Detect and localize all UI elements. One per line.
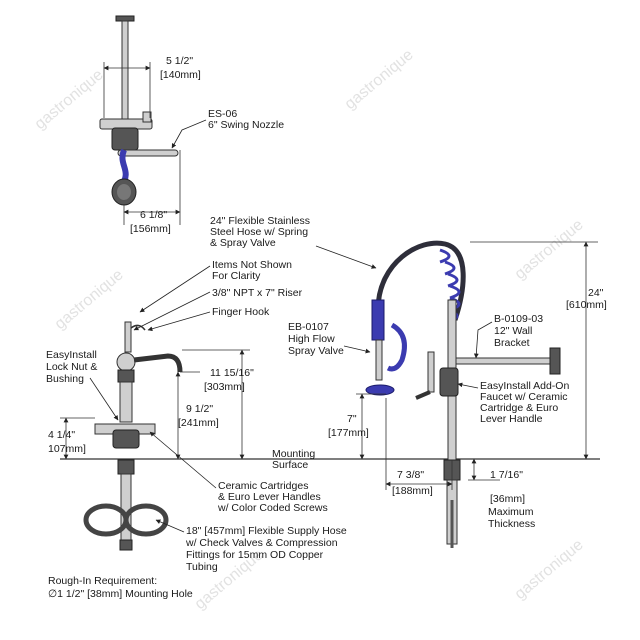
dim-thick-mm: [36mm] (490, 493, 525, 505)
dim-9-mm: [241mm] (178, 417, 219, 429)
dim-top-reach-mm: [156mm] (130, 223, 171, 235)
label-supply-2: w/ Check Valves & Compression (185, 537, 338, 549)
dim-top-reach-in: 6 1/8" (140, 209, 167, 221)
label-addon-3: Cartridge & Euro (480, 402, 558, 414)
right-prerinse-drawing (365, 240, 561, 548)
dim-7-mm: [177mm] (328, 427, 369, 439)
label-es06-desc: 6" Swing Nozzle (208, 119, 284, 131)
label-mounting-1: Mounting (272, 448, 315, 460)
dim-73-in: 7 3/8" (397, 469, 424, 481)
dim-73-mm: [188mm] (392, 485, 433, 497)
label-rough-2: ∅1 1/2" [38mm] Mounting Hole (48, 588, 193, 600)
label-max-2: Thickness (488, 518, 535, 530)
dim-4-mm: 107mm] (48, 443, 86, 455)
label-ceramic-3: w/ Color Coded Screws (217, 502, 328, 514)
label-b-2: 12" Wall (494, 325, 532, 337)
label-easyinstall-1: EasyInstall (46, 349, 97, 361)
watermark-text: gastronique (512, 536, 587, 603)
label-easyinstall-3: Bushing (46, 373, 84, 385)
label-easyinstall-2: Lock Nut & (46, 361, 97, 373)
label-finger-hook: Finger Hook (212, 306, 270, 318)
watermark-text: gastronique (342, 46, 417, 113)
label-b-3: Bracket (494, 337, 530, 349)
label-max-1: Maximum (488, 506, 534, 518)
label-eb-2: High Flow (288, 333, 335, 345)
label-es06-code: ES-06 (208, 108, 237, 120)
watermark-text: gastronique (32, 66, 107, 133)
label-hose-2: Steel Hose w/ Spring (210, 226, 308, 238)
dim-24-mm: [610mm] (566, 299, 607, 311)
dim-4-in: 4 1/4" (48, 429, 75, 441)
label-eb-code: EB-0107 (288, 321, 329, 333)
label-ceramic-1: Ceramic Cartridges (218, 480, 308, 492)
dim-thick-in: 1 7/16" (490, 469, 523, 481)
dim-9-in: 9 1/2" (186, 403, 213, 415)
label-items-2: For Clarity (212, 270, 261, 282)
label-addon-4: Lever Handle (480, 413, 543, 425)
label-ceramic-2: & Euro Lever Handles (218, 491, 321, 503)
label-hose-1: 24" Flexible Stainless (210, 215, 310, 227)
label-addon-1: EasyInstall Add-On (480, 380, 569, 392)
label-supply-1: 18" [457mm] Flexible Supply Hose (186, 525, 347, 537)
label-hose-3: & Spray Valve (210, 237, 276, 249)
label-riser: 3/8" NPT x 7" Riser (212, 287, 303, 299)
dim-11-in: 11 15/16" (210, 367, 254, 379)
label-items-1: Items Not Shown (212, 259, 292, 271)
label-eb-3: Spray Valve (288, 345, 344, 357)
top-view-drawing (99, 15, 179, 206)
label-mounting-2: Surface (272, 459, 308, 471)
dim-top-width-mm: [140mm] (160, 69, 201, 81)
label-supply-3: Fittings for 15mm OD Copper (186, 549, 324, 561)
dim-11-mm: [303mm] (204, 381, 245, 393)
label-addon-2: Faucet w/ Ceramic (480, 391, 568, 403)
dim-top-width-in: 5 1/2" (166, 55, 193, 67)
dim-24-in: 24" (588, 287, 604, 299)
watermark-text: gastronique (52, 266, 127, 333)
label-b-code: B-0109-03 (494, 313, 543, 325)
label-rough-1: Rough-In Requirement: (48, 575, 157, 587)
dim-7-in: 7" (347, 413, 357, 425)
left-faucet-drawing (60, 321, 600, 551)
label-supply-4: Tubing (186, 561, 218, 573)
watermark-text: gastronique (512, 216, 587, 283)
